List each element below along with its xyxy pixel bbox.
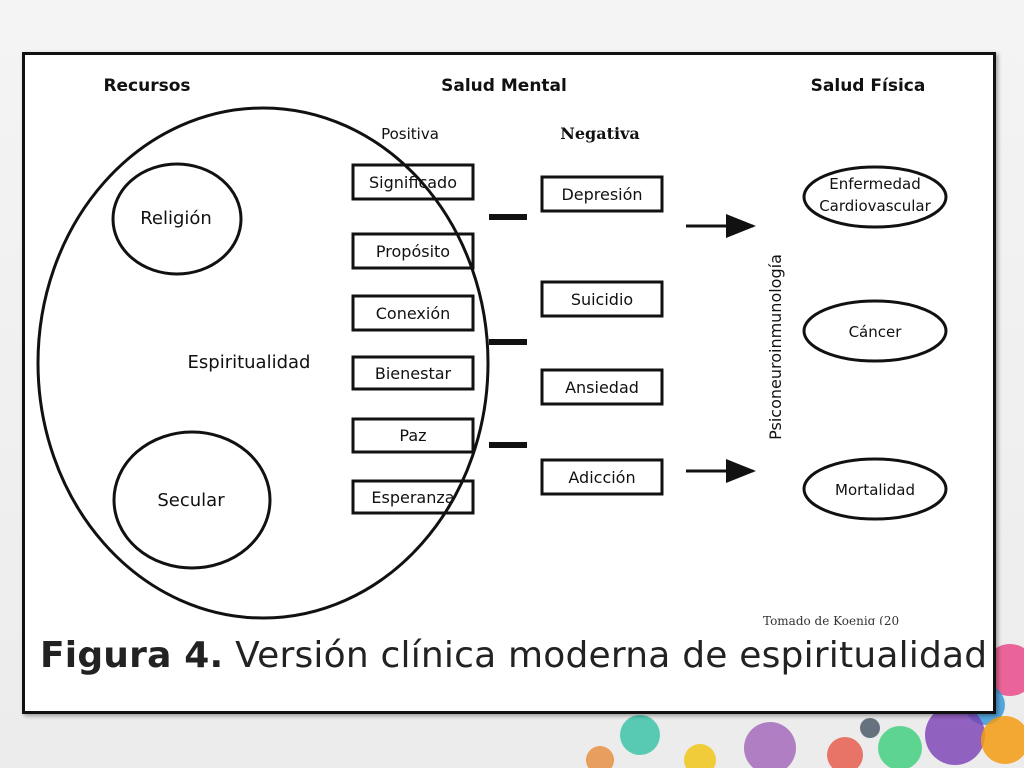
header-salud-fisica: Salud Física [811,76,926,96]
positiva-box-paz [351,417,475,454]
negativa-label-suicidio: Suicidio [571,290,633,309]
religion-label: Religión [140,208,212,229]
negativa-box-depresion [540,175,664,213]
negativa-box-suicidio [540,280,664,318]
subheader-negativa: Negativa [560,124,640,143]
minus-sign-top [489,214,527,220]
subheader-positiva: Positiva [381,125,439,143]
positiva-box-conexion [351,294,475,332]
positiva-label-paz: Paz [399,426,426,445]
source-note: Tomado de Koenig (20 [763,614,899,625]
negativa-label-adiccion: Adicción [568,468,635,487]
positiva-box-esperanza [351,479,475,515]
salud-fisica-oval-cardiovascular [802,165,948,229]
positiva-label-conexion: Conexión [376,304,451,323]
positiva-label-proposito: Propósito [376,242,450,261]
header-recursos: Recursos [103,76,190,96]
minus-sign-middle [489,339,527,345]
figure-number: Figura 4. [40,635,224,676]
spirituality-diagram: Recursos Salud Mental Salud Física Posit… [36,76,948,625]
minus-sign-bottom [489,442,527,448]
secular-label: Secular [157,490,225,511]
negativa-label-depresion: Depresión [561,185,642,204]
religion-circle [111,162,243,276]
positiva-box-proposito [351,232,475,270]
salud-fisica-oval-mortalidad [802,457,948,521]
negativa-label-ansiedad: Ansiedad [565,378,639,397]
secular-circle [112,430,272,570]
negativa-box-ansiedad [540,368,664,406]
figure-caption-text: Versión clínica moderna de espiritualida… [223,635,988,676]
positiva-label-significado: Significado [369,173,457,192]
salud-fisica-label-cardiovascular: Cardiovascular [819,197,931,215]
psiconeuroinmunologia-label: Psiconeuroinmunología [766,254,785,440]
positiva-box-bienestar [351,355,475,391]
figure-caption: Figura 4. Versión clínica moderna de esp… [40,635,987,676]
salud-fisica-oval-cancer [802,299,948,363]
positiva-box-significado [351,163,475,201]
figure-frame: Recursos Salud Mental Salud Física Posit… [22,52,996,714]
positiva-label-bienestar: Bienestar [375,364,452,383]
espiritualidad-label: Espiritualidad [188,352,311,373]
salud-fisica-label-mortalidad: Mortalidad [835,481,915,499]
salud-fisica-label-cancer: Cáncer [849,323,903,341]
salud-fisica-label-enfermedad: Enfermedad [829,175,920,193]
positiva-label-esperanza: Esperanza [371,488,454,507]
header-salud-mental: Salud Mental [441,76,567,96]
negativa-box-adiccion [540,458,664,496]
espiritualidad-ellipse [36,106,490,620]
